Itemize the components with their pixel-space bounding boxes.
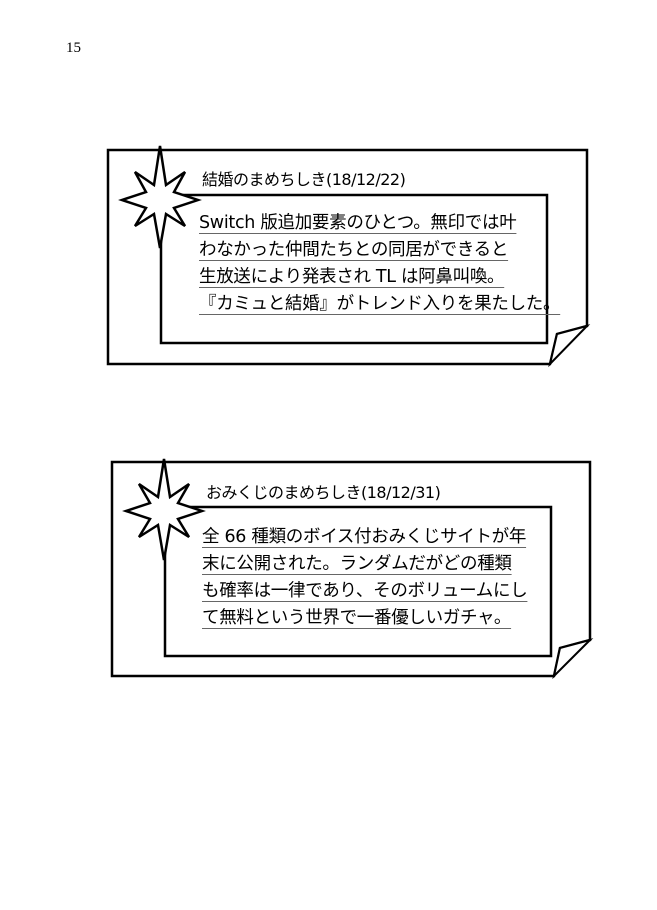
card-line: も確率は一律であり、そのボリュームにし <box>202 581 528 601</box>
card-body: 全 66 種類のボイス付おみくじサイトが年 末に公開された。ランダムだがどの種類… <box>202 524 528 632</box>
page-curl-icon <box>552 638 594 680</box>
card-line: Switch 版追加要素のひとつ。無印では叶 <box>199 213 517 233</box>
card-body: Switch 版追加要素のひとつ。無印では叶 わなかった仲間たちとの同居ができる… <box>199 210 561 318</box>
eight-point-star-icon <box>118 145 202 249</box>
card-line: 全 66 種類のボイス付おみくじサイトが年 <box>202 527 527 547</box>
page-curl-icon <box>548 324 591 368</box>
card-title: おみくじのまめちしき(18/12/31) <box>206 483 441 502</box>
card-line: 『カミュと結婚』がトレンド入りを果たした。 <box>199 294 561 314</box>
card-line: 末に公開された。ランダムだがどの種類 <box>202 554 512 574</box>
card-line: て無料という世界で一番優しいガチャ。 <box>202 608 512 628</box>
card-line: 生放送により発表され TL は阿鼻叫喚。 <box>199 267 505 287</box>
eight-point-star-icon <box>122 458 206 561</box>
page-number: 15 <box>66 40 81 56</box>
card-title: 結婚のまめちしき(18/12/22) <box>202 170 406 189</box>
card-line: わなかった仲間たちとの同居ができると <box>199 240 509 260</box>
